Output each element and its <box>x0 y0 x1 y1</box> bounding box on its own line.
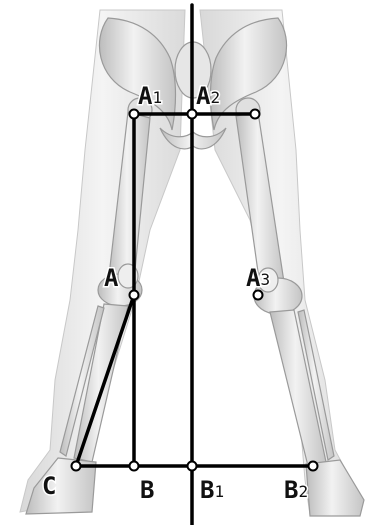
right-leg-bones <box>236 112 364 516</box>
label-a: A <box>104 264 119 292</box>
point-a <box>130 291 139 300</box>
label-c: C <box>42 472 56 500</box>
point-b <box>130 462 139 471</box>
point-hip-right <box>251 110 260 119</box>
label-b2: B2 <box>284 476 308 504</box>
point-a1 <box>130 110 139 119</box>
point-b1 <box>188 462 197 471</box>
label-b1: B1 <box>200 476 224 504</box>
point-a2 <box>188 110 197 119</box>
point-b2 <box>309 462 318 471</box>
point-c <box>72 462 81 471</box>
label-b: B <box>140 476 154 504</box>
